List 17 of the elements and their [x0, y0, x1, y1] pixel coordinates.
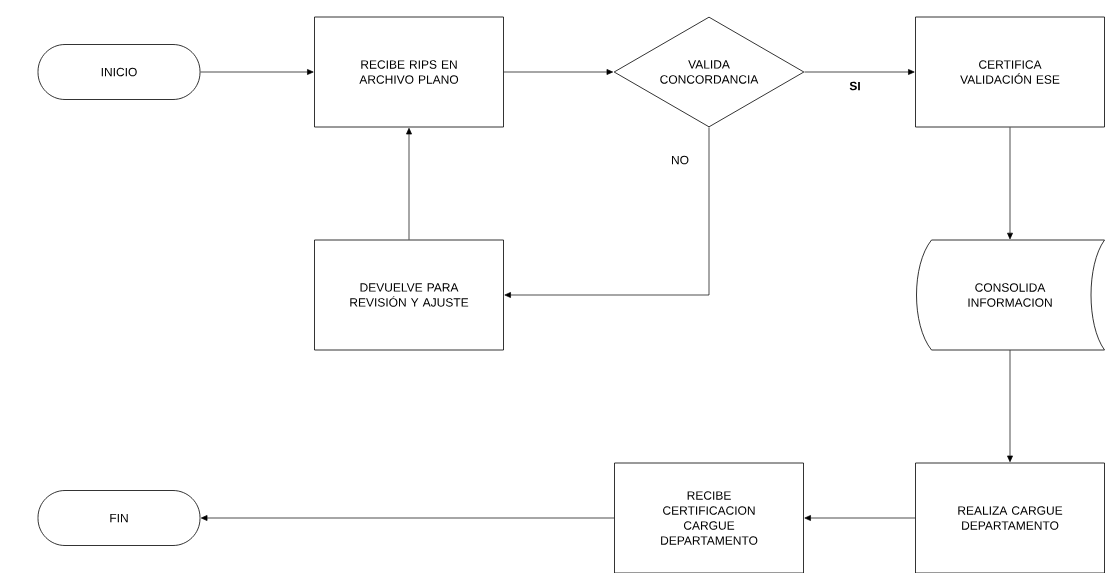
- process-box: REALIZA CARGUE DEPARTAMENTO: [915, 462, 1105, 573]
- arrow: [804, 515, 916, 521]
- arrow: [1007, 349, 1013, 463]
- arrow: [804, 69, 915, 75]
- arrow: [504, 127, 710, 298]
- process-box: RECIBE CERTIFICACION CARGUE DEPARTAMENTO: [614, 462, 804, 573]
- process-box: RECIBE RIPS EN ARCHIVO PLANO: [314, 16, 504, 128]
- process-box: CERTIFICA VALIDACIÓN ESE: [915, 16, 1105, 128]
- arrow: [200, 69, 314, 75]
- process-box: DEVUELVE PARA REVISIÓN Y AJUSTE: [314, 239, 504, 351]
- stored-data-shape: CONSOLIDA INFORMACION: [916, 239, 1105, 351]
- arrow: [406, 127, 412, 240]
- arrow: [1007, 127, 1013, 240]
- arrow: [200, 515, 615, 521]
- arrow: [503, 69, 614, 75]
- edge-label: NO: [669, 153, 691, 167]
- edge-label: SI: [847, 79, 863, 93]
